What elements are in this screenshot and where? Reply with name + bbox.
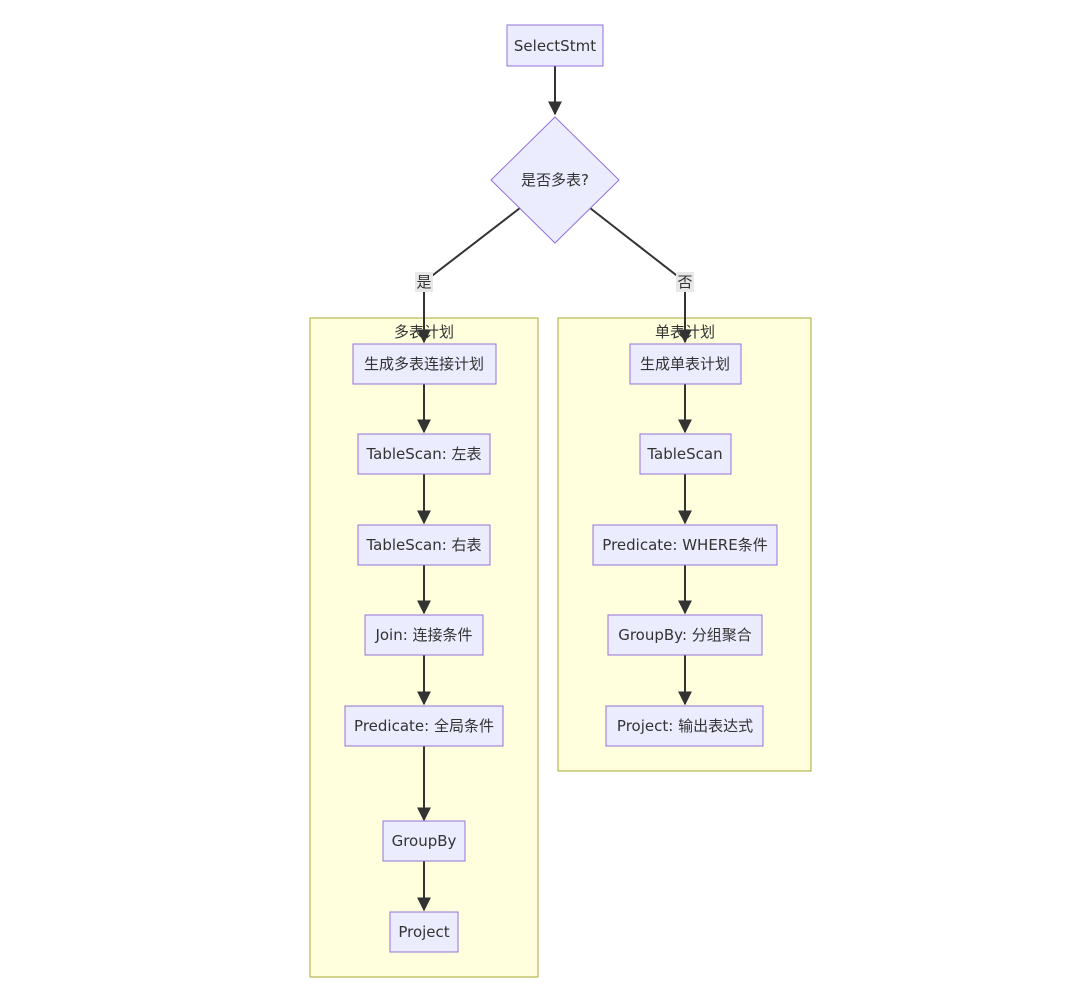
node-single-scan-label: TableScan — [646, 445, 722, 463]
subgraph-multi-title: 多表计划 — [394, 323, 454, 341]
edge-label-no-text: 否 — [677, 273, 692, 291]
node-single-scan: TableScan — [639, 433, 732, 475]
edge-label-no: 否 — [676, 272, 694, 292]
node-single-plan-label: 生成单表计划 — [640, 355, 730, 373]
subgraph-single-title: 单表计划 — [655, 323, 715, 341]
node-multi-predicate: Predicate: 全局条件 — [344, 705, 504, 747]
node-multi-predicate-label: Predicate: 全局条件 — [354, 717, 494, 735]
node-select-stmt-label: SelectStmt — [514, 37, 596, 55]
node-single-plan: 生成单表计划 — [629, 343, 742, 385]
node-single-groupby: GroupBy: 分组聚合 — [607, 614, 763, 656]
node-single-project-label: Project: 输出表达式 — [617, 717, 753, 735]
edge-label-yes: 是 — [415, 272, 433, 292]
node-decision-label: 是否多表? — [521, 171, 589, 189]
node-multi-scan-left-label: TableScan: 左表 — [365, 445, 481, 463]
node-multi-scan-right: TableScan: 右表 — [357, 524, 491, 566]
node-multi-join-plan: 生成多表连接计划 — [352, 343, 497, 385]
node-multi-join-label: Join: 连接条件 — [374, 626, 472, 644]
node-multi-join-plan-label: 生成多表连接计划 — [364, 355, 484, 373]
node-single-project: Project: 输出表达式 — [605, 705, 764, 747]
node-multi-project-label: Project — [398, 923, 449, 941]
node-single-groupby-label: GroupBy: 分组聚合 — [618, 626, 752, 644]
node-multi-groupby-label: GroupBy — [392, 832, 457, 850]
node-multi-groupby: GroupBy — [382, 820, 466, 862]
node-single-predicate: Predicate: WHERE条件 — [592, 524, 778, 566]
node-multi-scan-right-label: TableScan: 右表 — [365, 536, 481, 554]
node-decision: 是否多表? — [490, 116, 620, 244]
node-select-stmt: SelectStmt — [506, 24, 604, 67]
edge-label-yes-text: 是 — [416, 273, 431, 291]
node-multi-join: Join: 连接条件 — [364, 614, 484, 656]
node-single-predicate-label: Predicate: WHERE条件 — [602, 536, 767, 554]
node-multi-project: Project — [389, 911, 459, 953]
node-multi-scan-left: TableScan: 左表 — [357, 433, 491, 475]
